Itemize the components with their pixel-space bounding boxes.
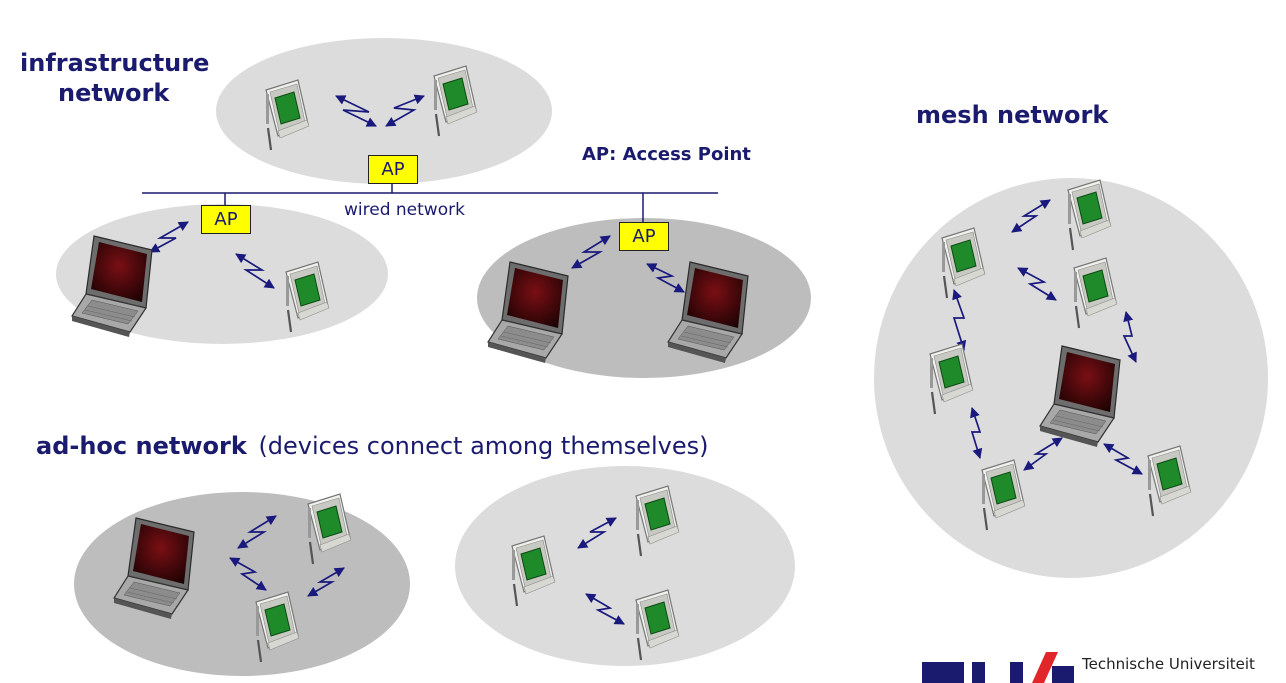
adhoc-title-bold: ad-hoc network [36, 432, 247, 460]
access-point-box: AP [619, 222, 669, 251]
infrastructure-title-line2: network [58, 79, 170, 107]
wireless-link-icon [385, 94, 425, 127]
wireless-link-icon [1017, 267, 1057, 301]
wireless-link-icon [235, 253, 275, 289]
access-point-box: AP [201, 205, 251, 234]
wireless-link-icon [1103, 443, 1143, 475]
wireless-link-icon [149, 221, 189, 253]
wireless-link-icon [307, 567, 345, 597]
wireless-link-icon [1023, 437, 1063, 471]
wireless-link-icon [577, 517, 617, 549]
infrastructure-title: infrastructure network [20, 48, 209, 108]
access-point-box: AP [368, 155, 418, 184]
wireless-link-icon [237, 515, 277, 549]
mesh-title: mesh network [916, 101, 1109, 129]
logo-mark [922, 652, 1074, 683]
university-logo-text: Technische Universiteit [1082, 655, 1255, 673]
wired-network-line [142, 183, 718, 222]
wireless-link-icon [1122, 311, 1137, 363]
wireless-link-icon [952, 289, 967, 351]
wireless-link-icon [646, 263, 685, 293]
wireless-link-icon [585, 593, 625, 625]
ap-legend: AP: Access Point [582, 144, 751, 165]
wireless-link-icon [229, 557, 267, 591]
wireless-link-icon [571, 235, 611, 269]
wireless-link-icon [970, 407, 983, 459]
wireless-links [149, 94, 1143, 625]
adhoc-title-rest: (devices connect among themselves) [258, 432, 709, 460]
adhoc-title: ad-hoc network (devices connect among th… [36, 432, 708, 460]
wired-network-label: wired network [344, 200, 465, 220]
wireless-link-icon [1011, 199, 1051, 233]
wireless-link-icon [335, 95, 377, 127]
infrastructure-title-line1: infrastructure [20, 49, 210, 77]
